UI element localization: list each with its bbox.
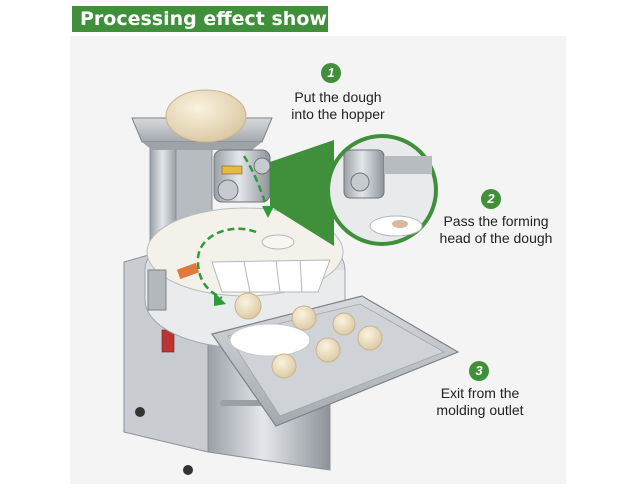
caster-wheel-icon [135, 407, 145, 417]
arrow-head-icon [214, 292, 226, 306]
step-3-badge: 3 [469, 361, 489, 381]
step-3-line-2: molding outlet [436, 402, 524, 418]
dough-ball-image [291, 305, 317, 331]
dough-ball-image [271, 353, 297, 379]
outlet-tray [211, 295, 460, 427]
dough-ball-image [315, 337, 341, 363]
section-title-banner: Processing effect show [72, 6, 328, 32]
forming-head [213, 149, 271, 203]
dough-ball-image [234, 292, 262, 320]
zoom-callout [270, 134, 438, 246]
step-1-badge: 1 [321, 63, 341, 83]
arrow-head-icon [262, 206, 274, 218]
dough-ball-image [332, 312, 356, 336]
caster-wheel-icon [183, 465, 193, 475]
step-1-line-1: Put the dough [294, 89, 382, 105]
step-1-caption: Put the dough into the hopper [276, 89, 400, 123]
handle-bar [220, 400, 270, 406]
step-1-line-2: into the hopper [291, 106, 385, 122]
step-2-line-2: head of the dough [439, 230, 553, 246]
dough-balls [234, 292, 383, 379]
step-3-caption: Exit from the molding outlet [420, 385, 540, 419]
step-3-line-1: Exit from the [440, 385, 520, 401]
dough-lump-image [165, 89, 247, 143]
step-2-line-1: Pass the forming [443, 213, 549, 229]
step-2-badge: 2 [481, 189, 501, 209]
dough-ball-image [357, 325, 383, 351]
step-2-caption: Pass the forming head of the dough [428, 213, 564, 247]
flow-arrow-drum [196, 227, 257, 300]
warning-label-icon [176, 262, 200, 280]
